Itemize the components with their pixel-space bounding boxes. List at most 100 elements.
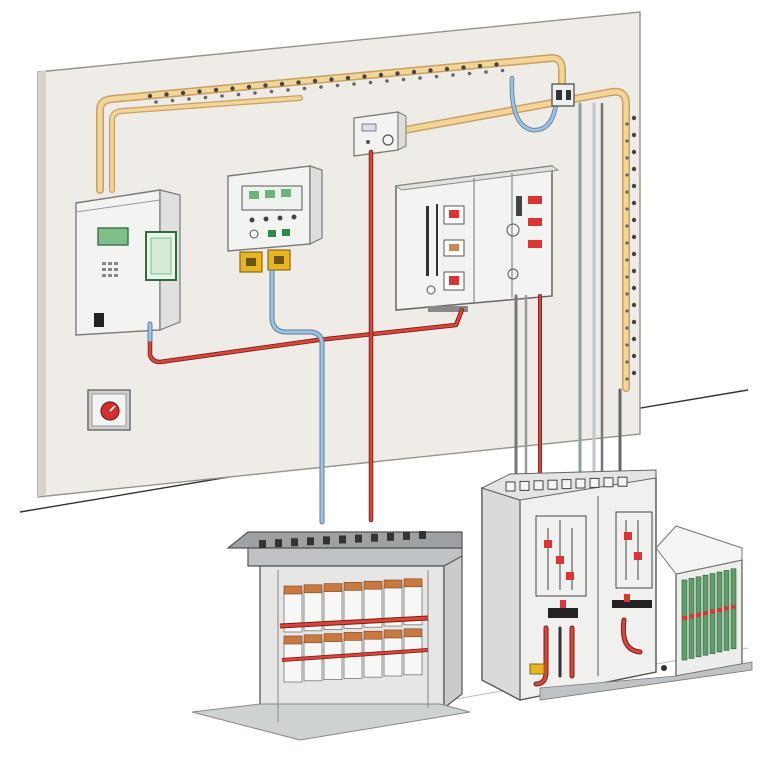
cable-clip — [164, 92, 169, 97]
cable-clip — [631, 234, 637, 240]
cable-clip — [631, 217, 637, 223]
cables — [147, 75, 622, 525]
module-indicator — [710, 609, 715, 614]
module-indicator — [724, 606, 729, 611]
cable-clip — [631, 268, 637, 274]
cable-clip — [411, 69, 417, 75]
cable-clip — [312, 78, 318, 84]
cable-clip — [631, 353, 637, 359]
cable-clip — [631, 115, 637, 121]
cable-gland — [547, 479, 558, 490]
battery-terminal — [371, 533, 378, 542]
cable-clips — [147, 62, 637, 381]
cable-clip — [631, 336, 637, 342]
battery-cell-top — [303, 634, 323, 644]
battery-cell-top — [323, 633, 343, 642]
cable-clip — [180, 90, 186, 96]
wall-panel — [37, 11, 641, 498]
battery-terminal — [323, 536, 330, 545]
cable-clamp — [551, 83, 575, 107]
cable-clip — [352, 82, 356, 86]
cable-clip — [625, 173, 629, 177]
cable-gland — [617, 476, 628, 487]
cable-clip — [631, 132, 637, 138]
battery-cell — [383, 635, 403, 677]
cable-clip — [378, 72, 384, 78]
cable-clip — [220, 94, 224, 98]
cable-clip — [434, 74, 439, 79]
keypad-icon — [102, 262, 118, 277]
module-indicator — [717, 608, 722, 612]
battery-cell-top — [363, 580, 383, 590]
cable-gland — [561, 479, 572, 490]
cable-clip — [302, 86, 307, 91]
cable-gland — [603, 477, 614, 488]
module-indicator — [689, 614, 694, 619]
cable-clip — [444, 66, 450, 72]
cable-clip — [335, 83, 340, 88]
module-rack — [539, 525, 753, 701]
cable-clip — [395, 71, 400, 76]
cable-clip — [625, 292, 629, 296]
battery-terminal — [339, 535, 346, 544]
cable-clip — [418, 76, 422, 80]
cable-gland — [519, 480, 530, 491]
cable-clip — [625, 139, 629, 143]
cable-gland — [505, 481, 516, 492]
cable-clip — [246, 84, 252, 90]
cable-clip — [494, 62, 499, 67]
cable-clip — [362, 74, 367, 79]
battery-terminal — [307, 537, 314, 546]
battery-terminal — [419, 531, 426, 539]
battery-cell — [283, 641, 303, 683]
cable-clip — [147, 93, 153, 99]
battery-cell-top — [323, 583, 343, 592]
monitor-panel — [227, 165, 323, 273]
cable-clip — [477, 63, 483, 69]
cable-clip — [236, 92, 241, 97]
battery-terminal — [275, 539, 282, 548]
cable-clip — [631, 149, 637, 155]
cable-clip — [154, 100, 158, 104]
distribution-board — [394, 165, 560, 312]
battery-cell-top — [283, 635, 303, 645]
cable-clip — [500, 68, 505, 73]
battery-cell-top — [403, 628, 423, 638]
key-switch-icon — [94, 313, 104, 327]
battery-cell — [403, 634, 423, 676]
emergency-button — [87, 389, 131, 431]
switchgear-cabinet — [480, 469, 667, 701]
control-unit-left — [75, 189, 181, 336]
cable-clip — [230, 86, 235, 91]
cable-clip — [213, 87, 219, 93]
cable-clip — [625, 275, 629, 279]
battery-cell — [363, 636, 383, 678]
cable-clip — [484, 70, 488, 74]
cable-clip — [170, 98, 175, 103]
cable-clip — [368, 80, 373, 85]
cable-clip — [625, 241, 629, 245]
cable-gland — [589, 477, 600, 488]
cable-clip — [279, 81, 285, 87]
module-indicator — [703, 611, 708, 616]
cable-clip — [253, 91, 257, 95]
junction-box-top — [353, 111, 407, 157]
module-indicator — [682, 616, 687, 620]
battery-cell — [343, 638, 363, 679]
cable-clip — [631, 319, 637, 325]
battery-cell-top — [343, 582, 363, 591]
cable-clip — [345, 75, 351, 81]
cable-clip — [631, 251, 637, 257]
battery-cell-top — [283, 585, 303, 595]
cable-gland — [533, 480, 544, 491]
battery-terminal — [291, 538, 298, 547]
cable-clip — [631, 302, 637, 308]
cable-clip — [625, 377, 629, 381]
cable-clip — [625, 309, 629, 313]
cable-clip — [461, 65, 466, 70]
cable-gland — [575, 478, 586, 489]
cable-clip — [625, 326, 629, 330]
battery-cell-top — [303, 584, 323, 594]
battery-cell-top — [383, 579, 403, 589]
cable-clip — [631, 183, 637, 189]
